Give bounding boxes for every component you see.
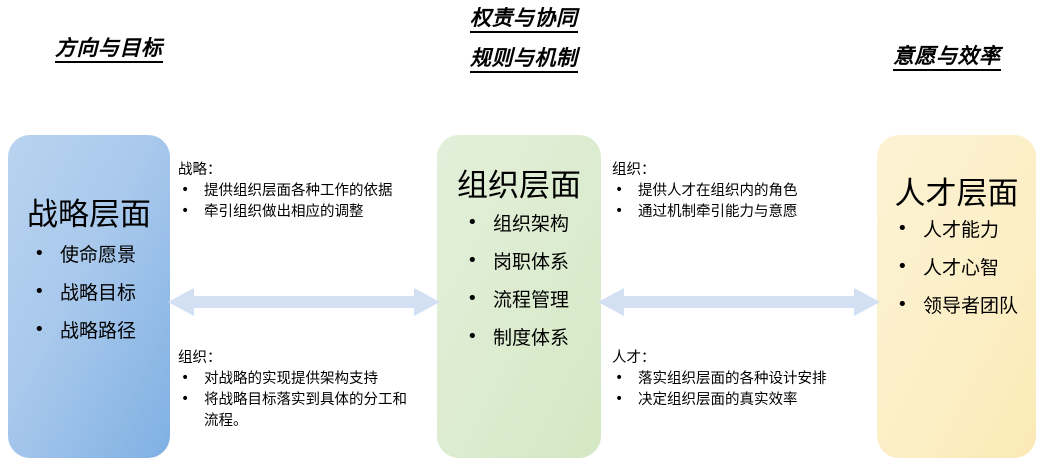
box-list-strategy: 使命愿景 战略目标 战略路径	[8, 245, 170, 341]
header-authority-and-synergy: 权责与协同	[470, 6, 578, 34]
list-item: 落实组织层面的各种设计安排	[612, 368, 877, 390]
connector-list: 落实组织层面的各种设计安排 决定组织层面的真实效率	[612, 368, 877, 411]
connector-text-organization-to-talent: 组织： 提供人才在组织内的角色 通过机制牵引能力与意愿	[612, 160, 862, 223]
list-item: 提供人才在组织内的角色	[612, 180, 862, 202]
list-item: 制度体系	[467, 328, 601, 348]
double-arrow-icon-organization-talent	[598, 286, 880, 318]
layer-box-organization[interactable]: 组织层面 组织架构 岗职体系 流程管理 制度体系	[437, 135, 601, 458]
list-item: 流程管理	[467, 290, 601, 310]
list-item: 战略目标	[34, 283, 170, 303]
connector-title: 人才：	[612, 350, 656, 366]
connector-text-talent-to-organization: 人才： 落实组织层面的各种设计安排 决定组织层面的真实效率	[612, 348, 877, 411]
list-item: 组织架构	[467, 214, 601, 234]
list-item: 提供组织层面各种工作的依据	[178, 180, 428, 202]
list-item: 人才能力	[897, 220, 1036, 240]
connector-title: 战略：	[178, 162, 222, 178]
double-arrow-icon-strategy-organization	[168, 286, 440, 318]
header-will-and-efficiency: 意愿与效率	[893, 44, 1001, 72]
list-item: 对战略的实现提供架构支持	[178, 368, 418, 390]
connector-title: 组织：	[612, 162, 656, 178]
connector-list: 提供组织层面各种工作的依据 牵引组织做出相应的调整	[178, 180, 428, 223]
connector-text-strategy-to-organization: 战略： 提供组织层面各种工作的依据 牵引组织做出相应的调整	[178, 160, 428, 223]
connector-list: 提供人才在组织内的角色 通过机制牵引能力与意愿	[612, 180, 862, 223]
box-list-talent: 人才能力 人才心智 领导者团队	[877, 220, 1036, 316]
layer-box-talent[interactable]: 人才层面 人才能力 人才心智 领导者团队	[877, 135, 1036, 458]
list-item: 人才心智	[897, 258, 1036, 278]
connector-title: 组织：	[178, 350, 222, 366]
box-list-organization: 组织架构 岗职体系 流程管理 制度体系	[437, 214, 601, 348]
list-item: 战略路径	[34, 321, 170, 341]
box-title-organization: 组织层面	[457, 168, 581, 204]
list-item: 牵引组织做出相应的调整	[178, 201, 428, 223]
box-title-strategy: 战略层面	[27, 197, 151, 233]
header-rules-and-mechanisms: 规则与机制	[470, 46, 578, 74]
header-direction-and-goals: 方向与目标	[55, 36, 163, 64]
list-item: 决定组织层面的真实效率	[612, 389, 877, 411]
connector-list: 对战略的实现提供架构支持 将战略目标落实到具体的分工和流程。	[178, 368, 418, 432]
list-item: 岗职体系	[467, 252, 601, 272]
connector-text-organization-to-strategy: 组织： 对战略的实现提供架构支持 将战略目标落实到具体的分工和流程。	[178, 348, 418, 432]
box-title-talent: 人才层面	[894, 176, 1019, 212]
list-item: 使命愿景	[34, 245, 170, 265]
list-item: 将战略目标落实到具体的分工和流程。	[178, 389, 418, 432]
list-item: 领导者团队	[897, 296, 1036, 316]
list-item: 通过机制牵引能力与意愿	[612, 201, 862, 223]
layer-box-strategy[interactable]: 战略层面 使命愿景 战略目标 战略路径	[8, 135, 170, 458]
